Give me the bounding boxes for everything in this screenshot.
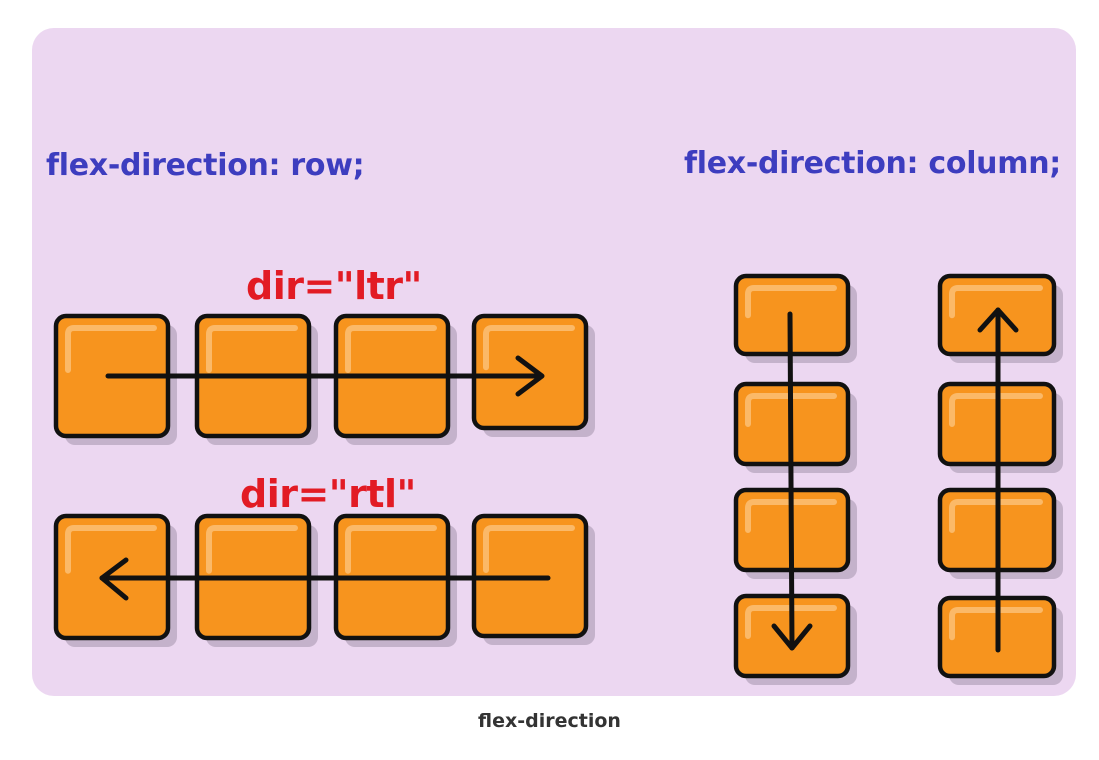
arrow-right-icon: [105, 355, 545, 397]
arrow-left-icon: [99, 557, 551, 601]
diagram-panel: flex-direction: row; flex-direction: col…: [32, 28, 1076, 696]
row-rtl-box-1: [53, 513, 177, 647]
column-up-box-1: [937, 273, 1063, 363]
diagram-canvas: [32, 28, 1076, 696]
column-up-box-2: [937, 381, 1063, 473]
column-down-box-2: [733, 381, 857, 473]
row-rtl-box-2: [194, 513, 318, 647]
column-down-boxes: [733, 273, 857, 685]
row-ltr-box-3: [333, 313, 457, 445]
ltr-label: dir="ltr": [246, 264, 422, 308]
row-ltr-box-2: [194, 313, 318, 445]
figure-caption: flex-direction: [478, 710, 621, 732]
column-heading: flex-direction: column;: [684, 146, 1061, 181]
row-rtl-box-3: [333, 513, 457, 647]
arrow-down-icon: [771, 311, 813, 651]
rtl-label: dir="rtl": [240, 472, 416, 516]
row-ltr-box-1: [53, 313, 177, 445]
column-up-box-4: [937, 595, 1063, 685]
arrow-up-icon: [977, 307, 1019, 653]
column-down-box-1: [733, 273, 857, 363]
column-down-box-3: [733, 487, 857, 579]
row-heading: flex-direction: row;: [46, 148, 365, 183]
column-up-box-3: [937, 487, 1063, 579]
